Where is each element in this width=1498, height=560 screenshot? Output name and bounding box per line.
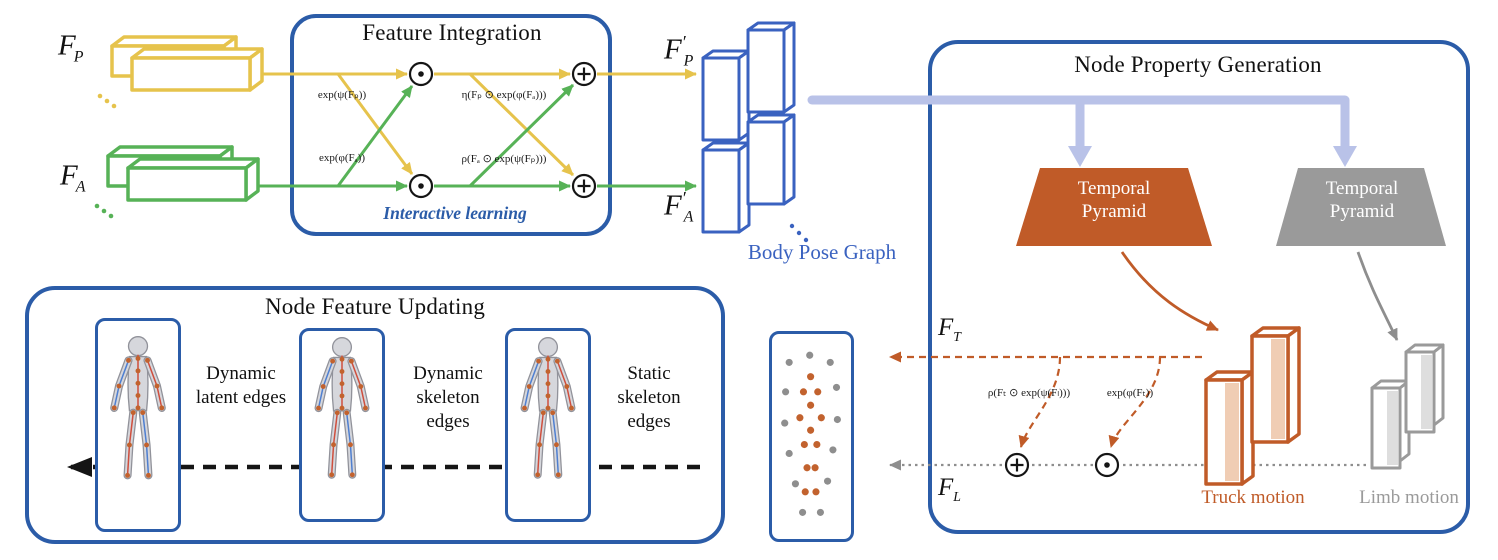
pose-output-label: F′P (664, 32, 694, 70)
trunk-motion-label: Truck motion (1201, 487, 1305, 508)
pose-graph-outer-joints (781, 351, 841, 516)
limb-motion-label: Limb motion (1359, 487, 1459, 508)
exp-phi-label: exp(φ(Fₐ)) (318, 152, 365, 164)
npg-rho-expr-label: ρ(Fₜ ⊙ exp(ψ(Fₗ))) (987, 387, 1071, 399)
temporal-pyramid-limb-label: Temporal Pyramid (1325, 178, 1399, 222)
pose-graph-dots (781, 351, 841, 516)
edge-label-dynamic-latent: Dynamic latent edges (195, 363, 287, 408)
appearance-feature-cuboids (94, 145, 260, 219)
exp-psi-label: exp(ψ(Fₚ)) (317, 89, 367, 101)
node-property-generation-box (928, 40, 1470, 534)
npg-exp-expr-label: exp(φ(Fₜ)) (1106, 387, 1154, 399)
node-property-generation-title: Node Property Generation (1074, 52, 1322, 77)
pose-input-label: FP (58, 29, 84, 66)
edge-label-dynamic-skeleton: Dynamic skeleton edges (413, 363, 483, 432)
body-pose-graph-panel (769, 331, 854, 542)
body-pose-graph-cuboids (701, 21, 809, 243)
skeleton-figure-svg (100, 323, 176, 527)
body-pose-graph-label: Body Pose Graph (747, 240, 897, 264)
trunk-feature-label: FT (938, 314, 961, 344)
limb-feature-label: FL (938, 474, 961, 504)
node-feature-updating-box (25, 286, 725, 544)
appearance-output-label: F′A (664, 188, 694, 226)
pose-feature-cuboids (97, 35, 264, 109)
temporal-pyramid-trunk-label: Temporal Pyramid (1077, 178, 1151, 222)
node-feature-updating-title: Node Feature Updating (264, 294, 486, 319)
appearance-input-label: FA (60, 159, 86, 196)
feature-integration-box (290, 14, 612, 236)
skeleton-figure-svg (510, 333, 586, 517)
feature-integration-title: Feature Integration (362, 20, 542, 45)
skeleton-panel-dynamic-skeleton (299, 328, 385, 522)
skeleton-panel-static-skeleton (505, 328, 591, 522)
interactive-learning-label: Interactive learning (383, 203, 527, 223)
edge-label-static-skeleton: Static skeleton edges (617, 363, 681, 432)
pose-graph-inner-joints (796, 373, 825, 496)
eta-expr-label: η(Fₚ ⊙ exp(φ(Fₐ))) (461, 89, 547, 101)
rho-expr-label: ρ(Fₐ ⊙ exp(ψ(Fₚ))) (461, 153, 547, 165)
skeleton-figure-svg (304, 333, 380, 517)
skeleton-panel-dynamic-latent (95, 318, 181, 532)
